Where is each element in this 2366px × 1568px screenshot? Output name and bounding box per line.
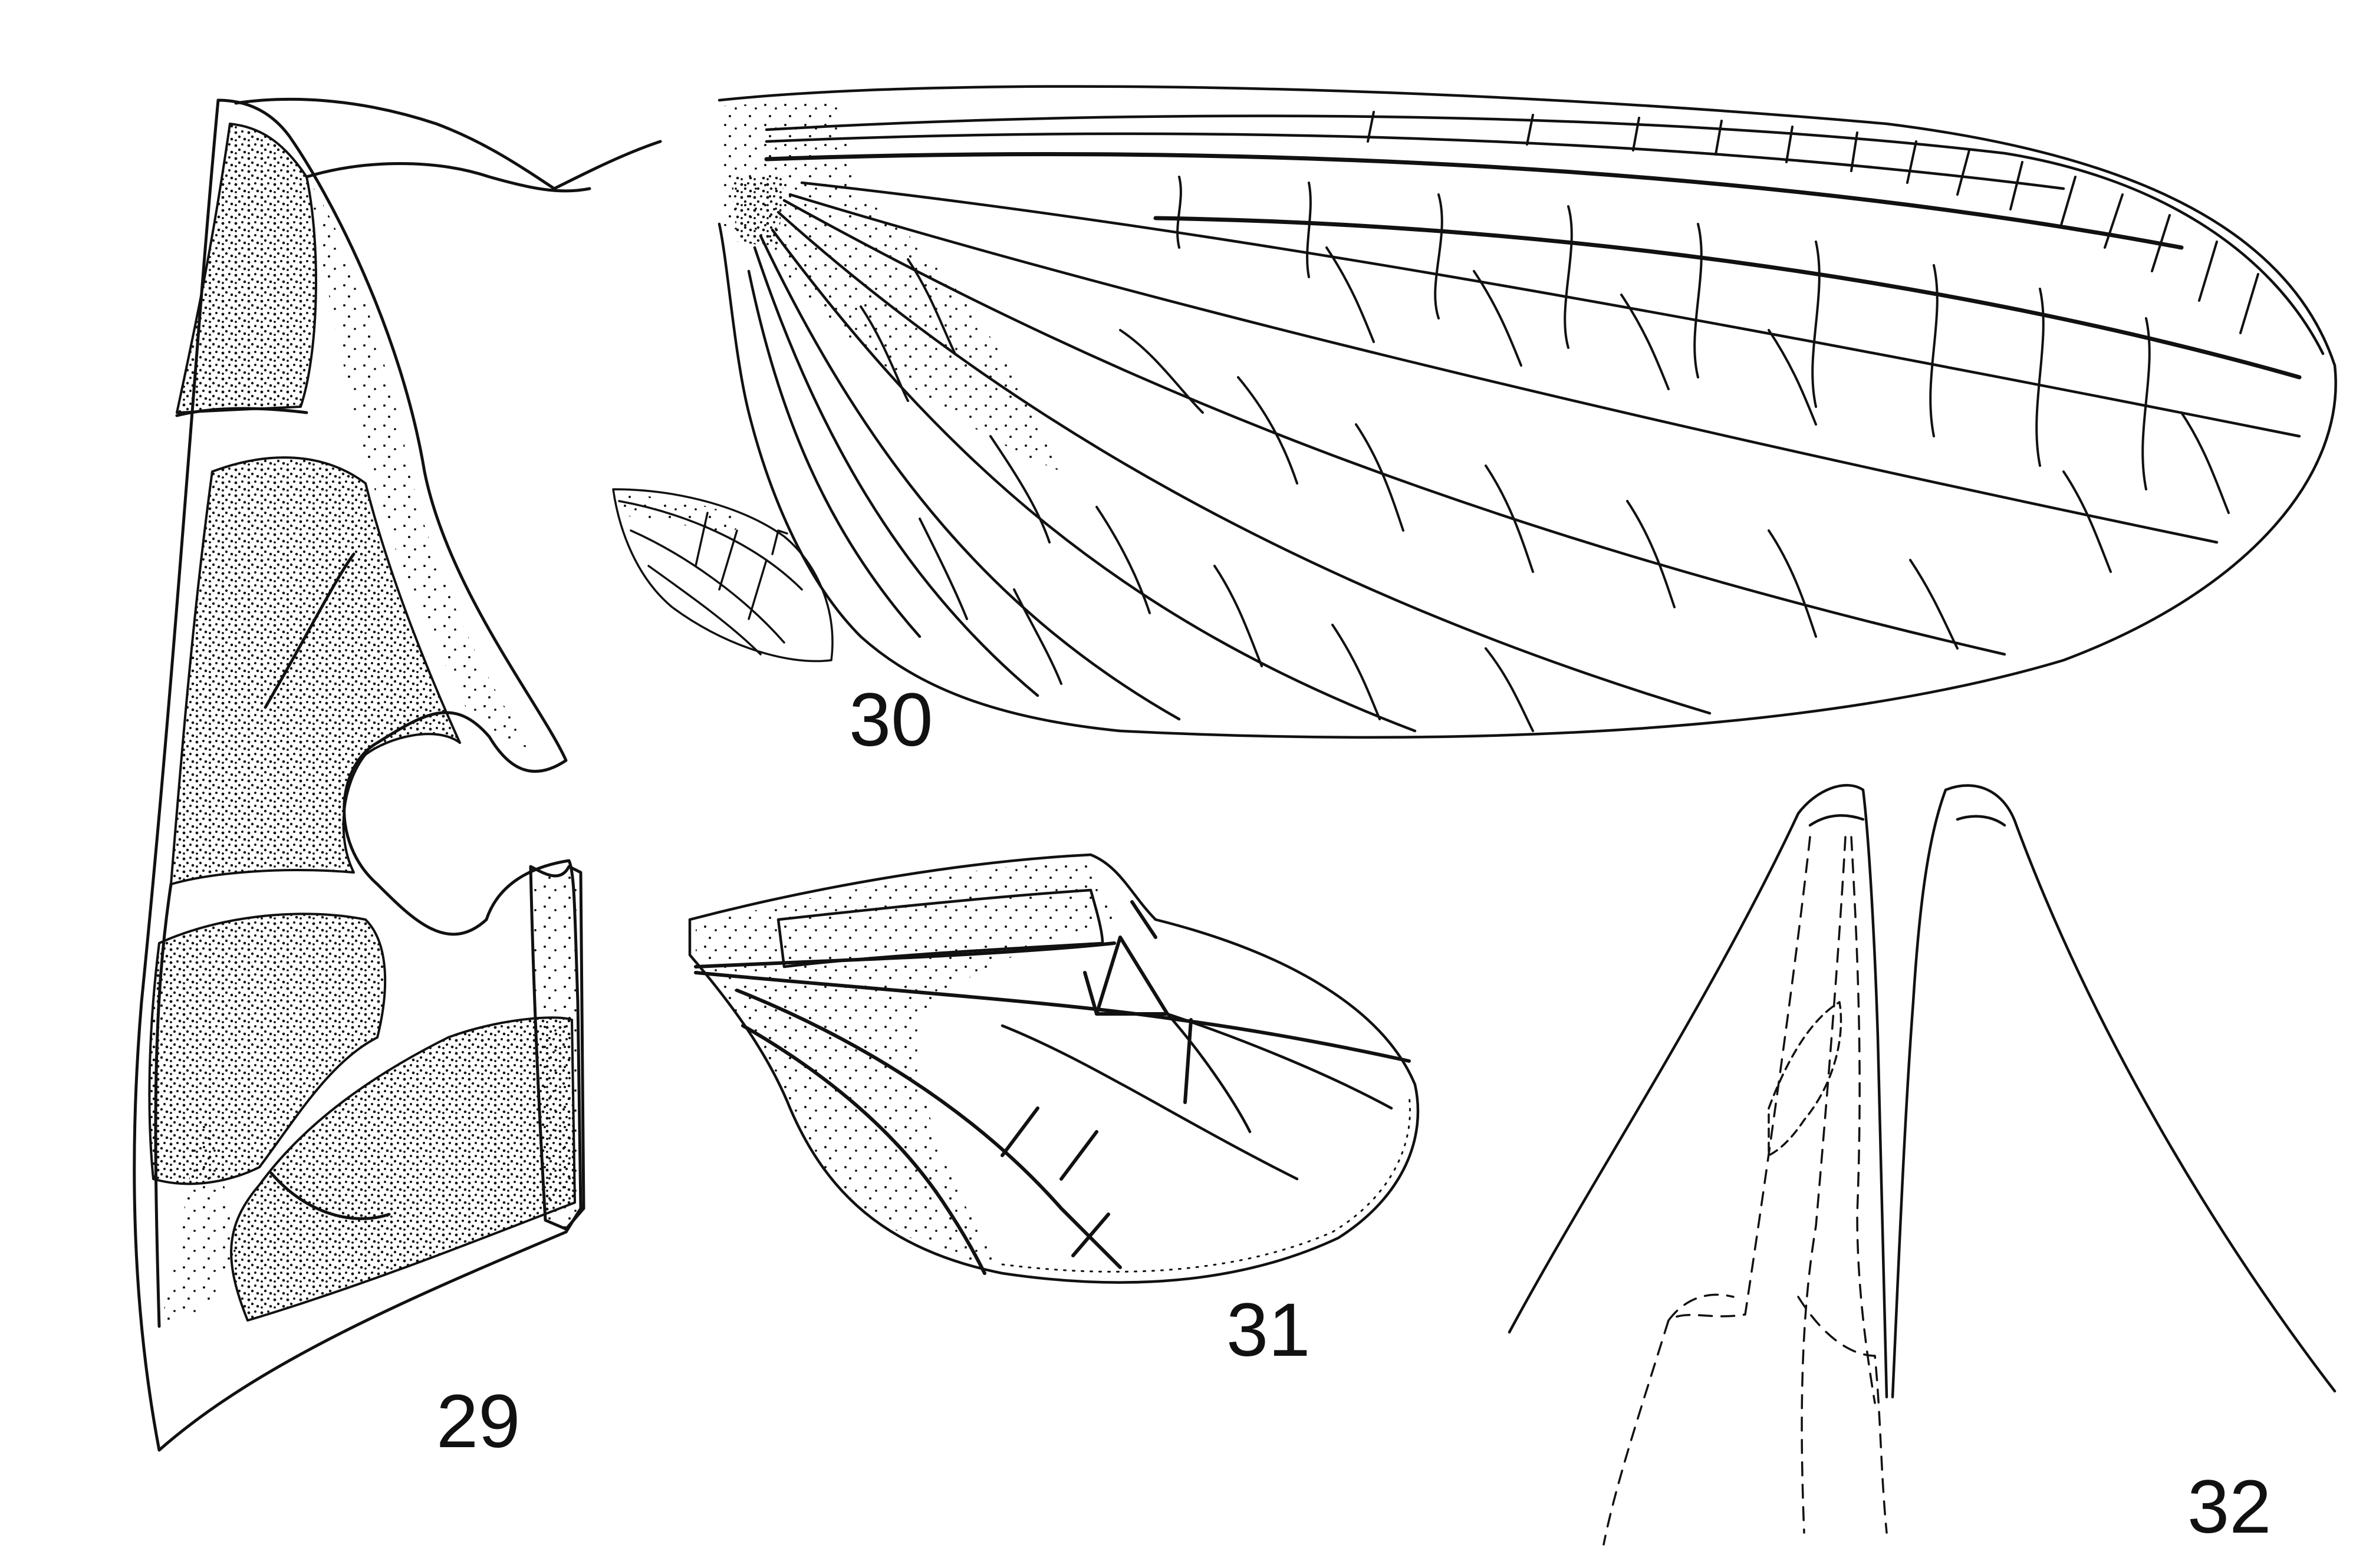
fig31-wing-outline <box>688 853 1420 1284</box>
fig31-basal-stipple <box>696 861 1120 1267</box>
figure-32-valves-drawing <box>1508 783 2337 1546</box>
fig30-costal-crossveins <box>1367 111 2259 334</box>
fig31-vein-cu <box>735 989 1122 1269</box>
fig30-vein-r <box>764 152 2184 250</box>
fig29-dark-region-upper <box>176 123 317 414</box>
fig32-left-valve <box>1508 783 1888 1399</box>
fig29-right-appendage <box>529 865 585 1231</box>
fig30-basal-dark-spot <box>731 177 784 248</box>
fig32-right-valve-tip <box>1956 815 2006 827</box>
fig29-ridge-4 <box>269 1171 391 1220</box>
fig29-dark-region-lower <box>148 913 387 1185</box>
fig31-vein-m <box>694 971 1411 1063</box>
fig30-vein-m1 <box>800 181 2301 438</box>
fig31-vein-r <box>694 941 1116 969</box>
fig29-dark-region-middle <box>170 456 461 885</box>
fig30-vein-cu1 <box>782 199 2006 656</box>
fig29-ridge-2 <box>264 552 356 709</box>
figure-label-30: 30 <box>849 678 933 762</box>
fig31-crossveins <box>1001 900 1193 1257</box>
figure-29-sclerite-drawing <box>133 97 662 1452</box>
fig30-wing-outline <box>718 85 2337 739</box>
fig29-light-region-margin <box>307 177 531 749</box>
figure-31-hindwing-drawing <box>688 853 1420 1284</box>
fig29-top-process-lower <box>305 162 591 193</box>
fig31-vein-a2 <box>1001 1024 1299 1181</box>
fig29-outer-outline <box>133 98 583 1452</box>
fig29-top-process <box>234 97 662 190</box>
figure-label-32: 32 <box>2187 1465 2271 1549</box>
fig29-ridge-1 <box>175 407 308 417</box>
fig30-vein-a1 <box>771 228 1417 733</box>
fig30-vein-a3 <box>753 246 1039 697</box>
fig31-vein-a1 <box>741 1024 986 1275</box>
fig29-light-region-left-strip <box>159 1108 236 1326</box>
fig32-dashed-internal <box>1602 836 1888 1546</box>
fig29-ridge-3 <box>154 882 173 1328</box>
fig32-internal-sclerite <box>1768 1001 1842 1157</box>
fig31-costal-cell <box>776 888 1104 969</box>
figure-label-31: 31 <box>1226 1288 1310 1372</box>
fig30-vein-a4 <box>747 269 922 638</box>
fig31-margin-dots <box>1001 1095 1411 1273</box>
fig30-inset-small-wing <box>612 488 834 663</box>
figure-label-29: 29 <box>436 1379 520 1464</box>
figure-30-forewing-drawing <box>612 85 2337 739</box>
fig32-right-valve <box>1891 784 2337 1399</box>
fig31-vein-m-branch <box>1166 1012 1252 1134</box>
fig32-left-valve-tip <box>1808 814 1865 827</box>
fig30-discal-crossveins <box>860 176 2230 732</box>
fig30-vein-rs <box>1153 216 2302 380</box>
fig30-vein-sc <box>765 132 2065 190</box>
fig30-vein-cu2 <box>776 210 1712 715</box>
fig30-vein-a2 <box>759 234 1181 721</box>
fig31-vein-a3 <box>1166 1012 1393 1110</box>
fig31-triangular-cell <box>1095 935 1169 1016</box>
fig30-costal-margin-inner <box>765 114 2325 355</box>
fig30-basal-stipple <box>719 100 1061 472</box>
fig30-vein-m2 <box>788 193 2219 544</box>
